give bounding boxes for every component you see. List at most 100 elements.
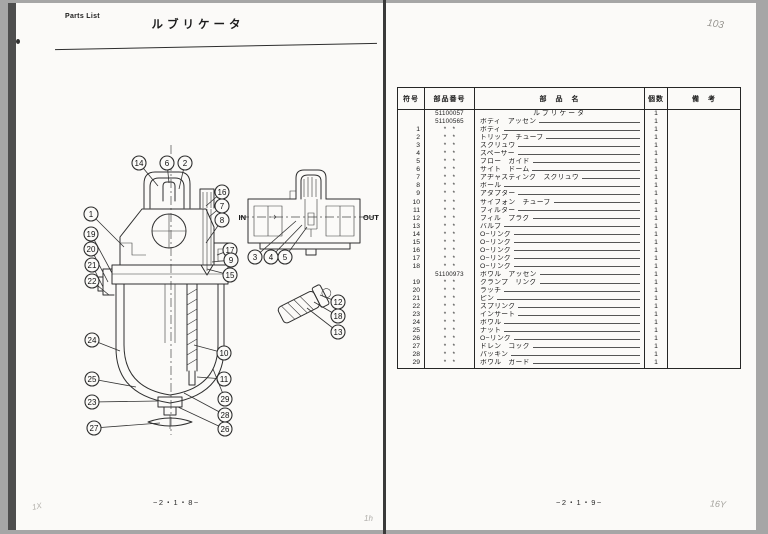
row-qty: 1 bbox=[645, 238, 668, 247]
row-ref: 9 bbox=[398, 190, 425, 199]
row-ref: 7 bbox=[398, 174, 425, 183]
leader-line bbox=[539, 282, 640, 284]
row-part-no: * * bbox=[425, 343, 475, 352]
row-ref: 22 bbox=[398, 303, 425, 312]
row-ref: 27 bbox=[398, 343, 425, 352]
row-remarks bbox=[668, 327, 740, 335]
row-qty: 1 bbox=[645, 287, 668, 296]
row-qty: 1 bbox=[645, 278, 668, 288]
callout-badge bbox=[84, 394, 100, 410]
callout-number: 5 bbox=[283, 253, 288, 262]
row-name: クランプ リング bbox=[475, 278, 645, 288]
callout-badge bbox=[330, 308, 346, 324]
row-part-no: * * bbox=[425, 214, 475, 223]
row-part-no: * * bbox=[425, 150, 475, 159]
callout-leader-line bbox=[254, 220, 297, 258]
in-port-label: IN bbox=[239, 213, 247, 222]
row-part-no: * * bbox=[425, 174, 475, 183]
row-part-no: * * bbox=[425, 134, 475, 143]
row-qty: 1 bbox=[645, 222, 668, 231]
callout-number: 24 bbox=[88, 336, 97, 345]
leader-line bbox=[532, 169, 640, 171]
row-name: アダプター bbox=[475, 190, 645, 199]
callout-leader-line bbox=[177, 406, 226, 430]
leader-line bbox=[539, 121, 640, 123]
callout-leader-line bbox=[91, 400, 159, 403]
callout-badge bbox=[217, 421, 233, 437]
callout-number: 16 bbox=[218, 188, 227, 197]
row-name: ボウル bbox=[475, 319, 645, 328]
row-qty: 1 bbox=[645, 319, 668, 328]
leader-line bbox=[532, 346, 640, 348]
row-remarks bbox=[668, 215, 740, 223]
row-name: アヂャスティング スクリュウ bbox=[475, 174, 645, 183]
row-part-no: 51100565 bbox=[425, 118, 475, 127]
row-remarks bbox=[668, 239, 740, 247]
row-remarks bbox=[668, 118, 740, 126]
row-ref: 24 bbox=[398, 319, 425, 328]
row-part-no: * * bbox=[425, 287, 475, 296]
row-qty: 1 bbox=[645, 126, 668, 135]
leader-line bbox=[504, 226, 640, 228]
row-name: O−リング bbox=[475, 238, 645, 247]
row-part-no: * * bbox=[425, 351, 475, 360]
row-part-no: * * bbox=[425, 166, 475, 175]
row-qty: 1 bbox=[645, 190, 668, 199]
leader-line bbox=[532, 161, 640, 163]
row-name: バルブ bbox=[475, 222, 645, 231]
row-remarks bbox=[668, 319, 740, 327]
callout-badge bbox=[83, 206, 99, 222]
row-ref: 6 bbox=[398, 166, 425, 175]
row-ref bbox=[398, 118, 425, 127]
row-ref: 29 bbox=[398, 359, 425, 368]
fill-plug-diagram bbox=[277, 284, 332, 324]
siphon-tube bbox=[186, 283, 198, 386]
flange bbox=[111, 264, 229, 285]
lubricator-diagram: IN OUT 146211678192021221791524252327101… bbox=[83, 145, 379, 437]
row-part-no: * * bbox=[425, 182, 475, 191]
col-header-part-no: 部品番号 bbox=[425, 88, 475, 109]
row-name: O−リング bbox=[475, 262, 645, 271]
adjusting-screw bbox=[199, 188, 215, 276]
side-internals bbox=[270, 199, 318, 237]
leader-line bbox=[514, 242, 640, 244]
callout-badge bbox=[222, 267, 238, 283]
row-ref: 21 bbox=[398, 295, 425, 304]
row-ref: 23 bbox=[398, 311, 425, 320]
row-part-no: 51100973 bbox=[425, 270, 475, 279]
row-name: フィル プラグ bbox=[475, 214, 645, 223]
row-ref: 14 bbox=[398, 230, 425, 239]
row-name: ラッチ bbox=[475, 287, 645, 296]
row-remarks bbox=[668, 150, 740, 158]
row-name: スプリング bbox=[475, 303, 645, 312]
row-qty: 1 bbox=[645, 198, 668, 207]
row-qty: 1 bbox=[645, 295, 668, 304]
callout-badge bbox=[84, 371, 100, 387]
row-part-no: * * bbox=[425, 198, 475, 207]
bowl bbox=[115, 283, 225, 404]
page-divider bbox=[383, 0, 386, 534]
callout-badge bbox=[247, 249, 263, 265]
row-name: ルブリケータ bbox=[475, 110, 645, 119]
col-header-remarks: 備 考 bbox=[692, 95, 716, 103]
row-qty: 1 bbox=[645, 343, 668, 352]
callout-badge bbox=[131, 155, 147, 171]
row-remarks bbox=[668, 134, 740, 142]
leader-line bbox=[532, 218, 640, 220]
callout-badge bbox=[86, 420, 102, 436]
row-ref: 20 bbox=[398, 287, 425, 296]
row-ref: 13 bbox=[398, 222, 425, 231]
callout-number: 7 bbox=[220, 202, 225, 211]
